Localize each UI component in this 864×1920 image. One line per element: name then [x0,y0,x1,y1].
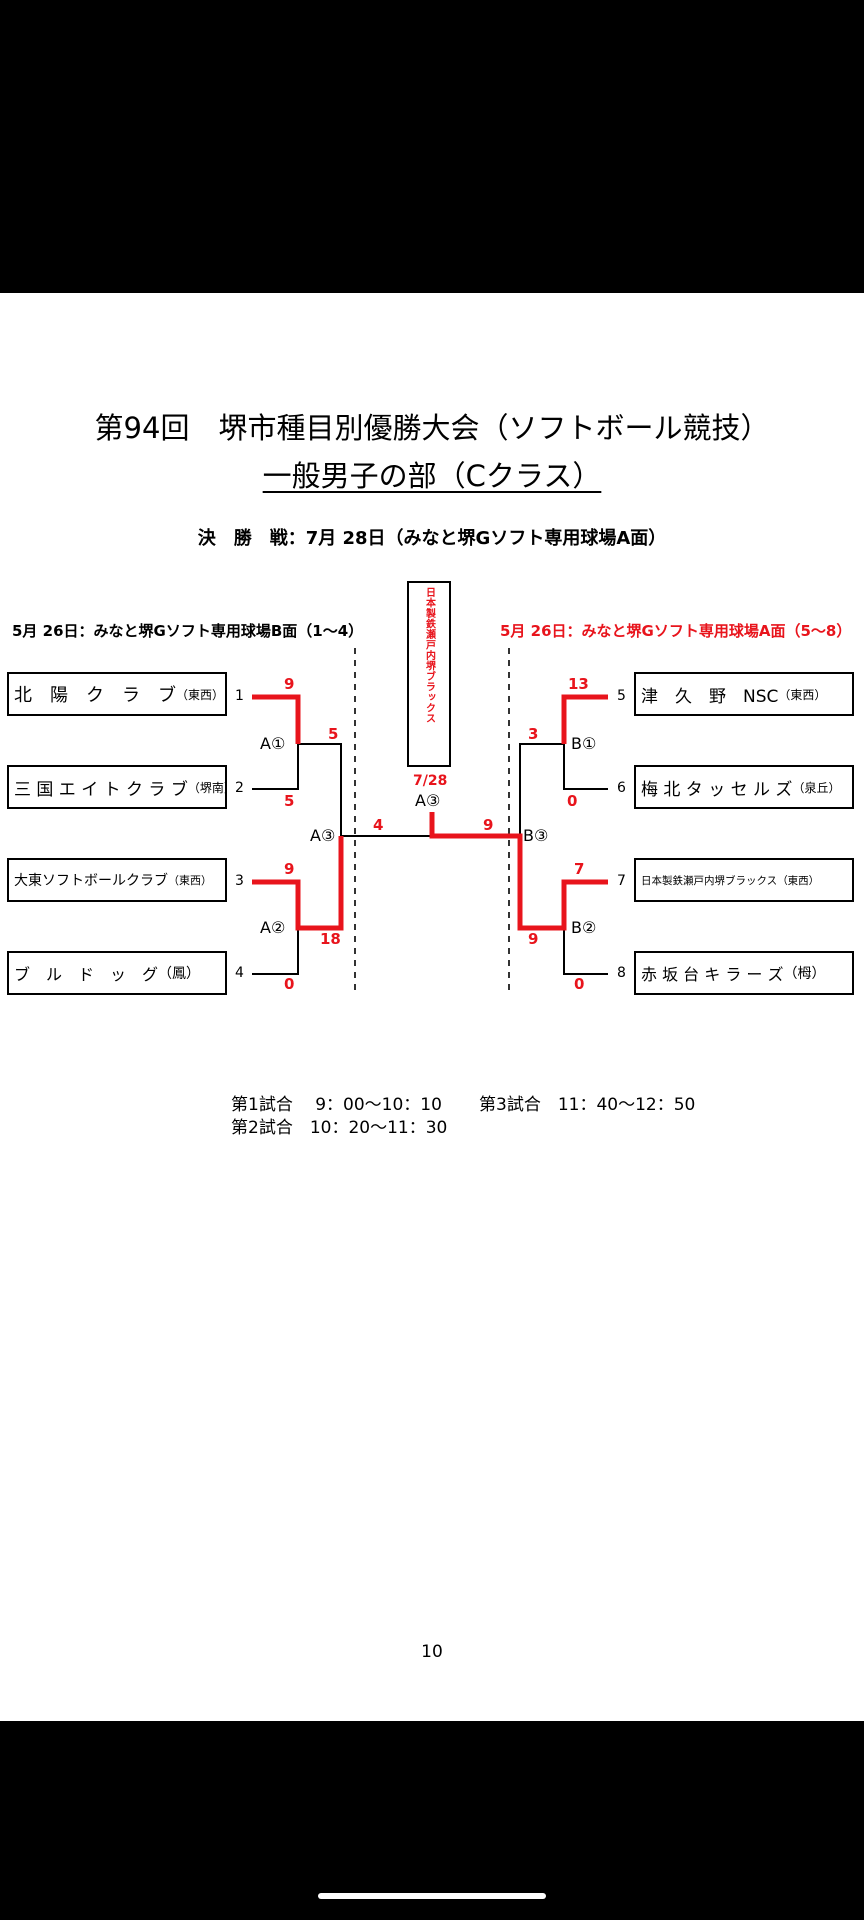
match-b3: B③ [523,826,549,845]
champion-box: 日本製鉄瀬戸内堺ブラックス [407,581,451,767]
team-area: （堺南） [187,780,225,795]
team-area: （泉丘） [792,780,841,795]
team-area: （東西） [168,874,212,887]
line-a1-winner [298,743,342,836]
seed-3: 3 [235,873,244,889]
score-team4: 0 [284,975,295,993]
team-box-7: 日本製鉄瀬戸内堺ブラックス （東西） [634,858,854,902]
score-team6: 0 [567,792,578,810]
score-b1-winner: 3 [528,725,539,743]
match-a2: A② [260,918,286,937]
champion-name: 日本製鉄瀬戸内堺ブラックス [423,587,435,724]
team-box-1: 北 陽 ク ラ ブ （東西） [7,672,227,716]
score-a1-winner: 5 [328,725,339,743]
line-team8 [563,928,608,975]
team-area: （東西） [778,687,827,702]
bracket-lines [252,648,608,993]
score-team2: 5 [284,792,295,810]
seed-5: 5 [617,688,626,704]
venue-right: 5月 26日：みなと堺Gソフト専用球場A面（5～8） [500,622,852,640]
team-name: 梅 北 タ ッ セ ル ズ [641,779,793,800]
subtitle-text: 一般男子の部（Cクラス） [262,459,602,493]
score-team5: 13 [568,675,589,693]
score-a2-winner: 18 [320,930,341,948]
line-team6 [563,744,608,790]
line-team3 [252,836,344,931]
page-number: 10 [421,1642,443,1662]
team-area: （栂） [783,966,826,982]
seed-4: 4 [235,965,244,981]
line-team5 [561,694,608,744]
line-b1-winner [519,743,564,836]
team-name: ブ ル ド ッ グ [14,965,159,984]
score-final-right: 9 [483,816,494,834]
match-b1: B① [571,734,597,753]
page-subtitle: 一般男子の部（Cクラス） [0,453,864,495]
home-indicator[interactable] [318,1893,546,1899]
seed-6: 6 [617,780,626,796]
team-area: （鳳） [158,966,201,982]
final-date: 7/28 [413,773,448,789]
team-name: 津 久 野 NSC [641,686,779,707]
team-area: （東西） [777,874,820,887]
team-name: 日本製鉄瀬戸内堺ブラックス [641,874,778,887]
line-team7 [429,812,608,931]
team-box-8: 赤 坂 台 キ ラ ー ズ （栂） [634,951,854,995]
team-area: （東西） [176,687,225,702]
team-box-5: 津 久 野 NSC （東西） [634,672,854,716]
score-final-left: 4 [373,816,384,834]
seed-1: 1 [235,688,244,704]
venue-left: 5月 26日：みなと堺Gソフト専用球場B面（1～4） [12,622,364,640]
document-page: 第94回 堺市種目別優勝大会（ソフトボール競技） 一般男子の部（Cクラス） 決 … [0,293,864,1721]
final-match-info: 決 勝 戦：7月 28日（みなと堺Gソフト専用球場A面） [197,528,667,549]
score-team3: 9 [284,860,295,878]
seed-2: 2 [235,780,244,796]
match-a3: A③ [310,826,336,845]
score-team7: 7 [574,860,585,878]
score-b2-winner: 9 [528,930,539,948]
line-team4 [252,928,299,975]
score-team8: 0 [574,975,585,993]
match-final: A③ [415,791,441,810]
team-name: 大東ソフトボールクラブ [14,873,168,889]
team-name: 三 国 エ イ ト ク ラ ブ [14,779,188,800]
match-b2: B② [571,918,597,937]
schedule-game1: 第1試合 9：00～10：10 [231,1095,442,1115]
schedule-game3: 第3試合 11：40～12：50 [479,1095,696,1115]
line-team1 [252,694,301,744]
team-name: 北 陽 ク ラ ブ [14,685,176,706]
team-box-3: 大東ソフトボールクラブ （東西） [7,858,227,902]
line-team2 [252,744,299,790]
team-box-6: 梅 北 タ ッ セ ル ズ （泉丘） [634,765,854,809]
score-team1: 9 [284,675,295,693]
schedule-game2: 第2試合 10：20～11：30 [231,1118,448,1138]
match-a1: A① [260,734,286,753]
seed-7: 7 [617,873,626,889]
team-box-4: ブ ル ド ッ グ （鳳） [7,951,227,995]
team-box-2: 三 国 エ イ ト ク ラ ブ （堺南） [7,765,227,809]
page-title: 第94回 堺市種目別優勝大会（ソフトボール競技） [94,411,770,445]
team-name: 赤 坂 台 キ ラ ー ズ [641,965,784,984]
seed-8: 8 [617,965,626,981]
